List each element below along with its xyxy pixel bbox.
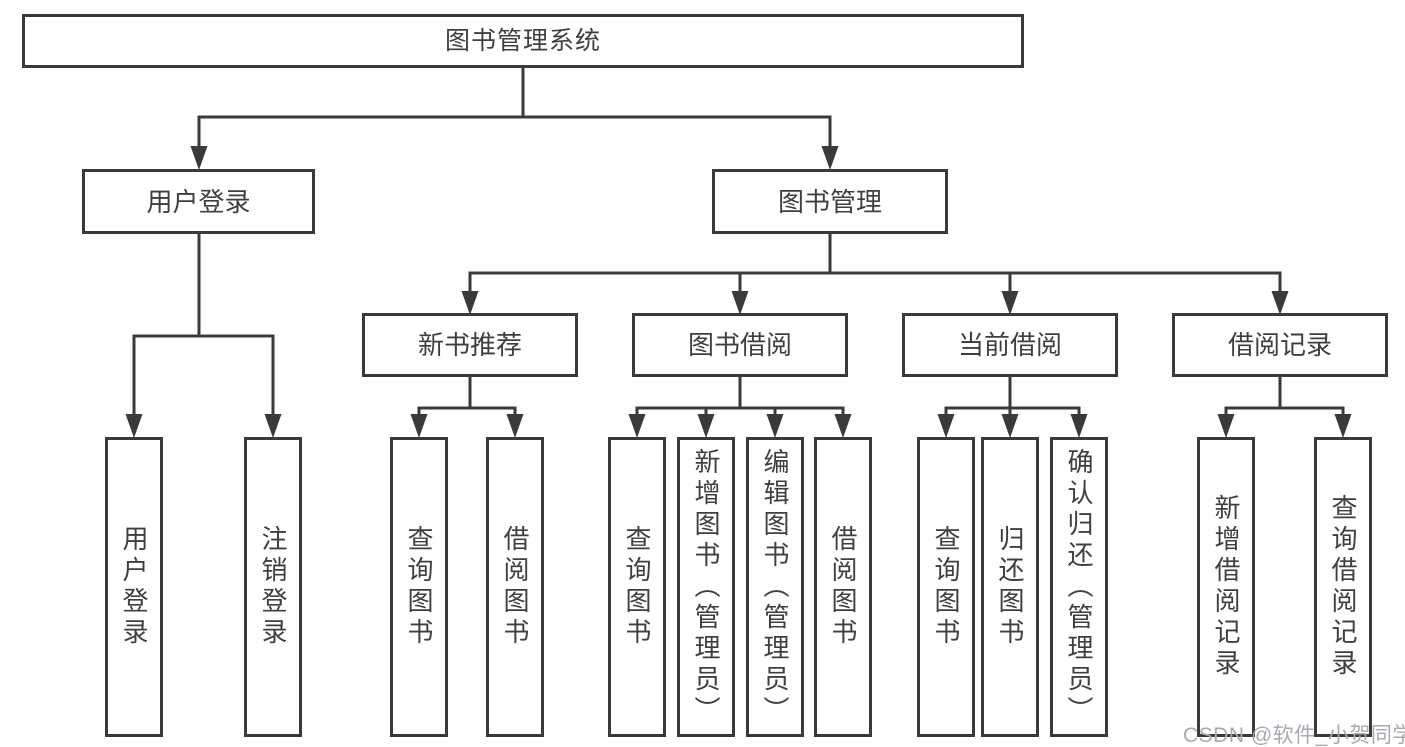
leaf-user-login: 用户登录 bbox=[105, 437, 163, 737]
leaf-query-books-current: 查询图书 bbox=[917, 437, 975, 737]
node-new-book-recommendation: 新书推荐 bbox=[362, 313, 578, 377]
leaf-borrow-books: 借阅图书 bbox=[814, 437, 872, 737]
csdn-watermark: CSDN @软件_小贺同学 bbox=[1183, 724, 1405, 747]
leaf-add-book-admin: 新增图书（管理员） bbox=[677, 437, 735, 737]
leaf-add-borrow-record: 新增借阅记录 bbox=[1197, 437, 1255, 737]
node-user-login: 用户登录 bbox=[82, 169, 315, 234]
leaf-query-books-borrowing: 查询图书 bbox=[608, 437, 666, 737]
leaf-edit-book-admin: 编辑图书（管理员） bbox=[746, 437, 804, 737]
node-book-management: 图书管理 bbox=[712, 169, 948, 234]
leaf-confirm-return-admin: 确认归还（管理员） bbox=[1050, 437, 1108, 737]
leaf-logout: 注销登录 bbox=[244, 437, 302, 737]
leaf-query-books-recommend: 查询图书 bbox=[390, 437, 448, 737]
leaf-return-books: 归还图书 bbox=[981, 437, 1039, 737]
node-library-management-system: 图书管理系统 bbox=[22, 14, 1024, 68]
leaf-borrow-books-recommend: 借阅图书 bbox=[486, 437, 544, 737]
node-borrowing-records: 借阅记录 bbox=[1172, 313, 1388, 377]
node-book-borrowing: 图书借阅 bbox=[632, 313, 848, 377]
node-current-borrowing: 当前借阅 bbox=[902, 313, 1118, 377]
leaf-query-borrow-record: 查询借阅记录 bbox=[1314, 437, 1372, 737]
